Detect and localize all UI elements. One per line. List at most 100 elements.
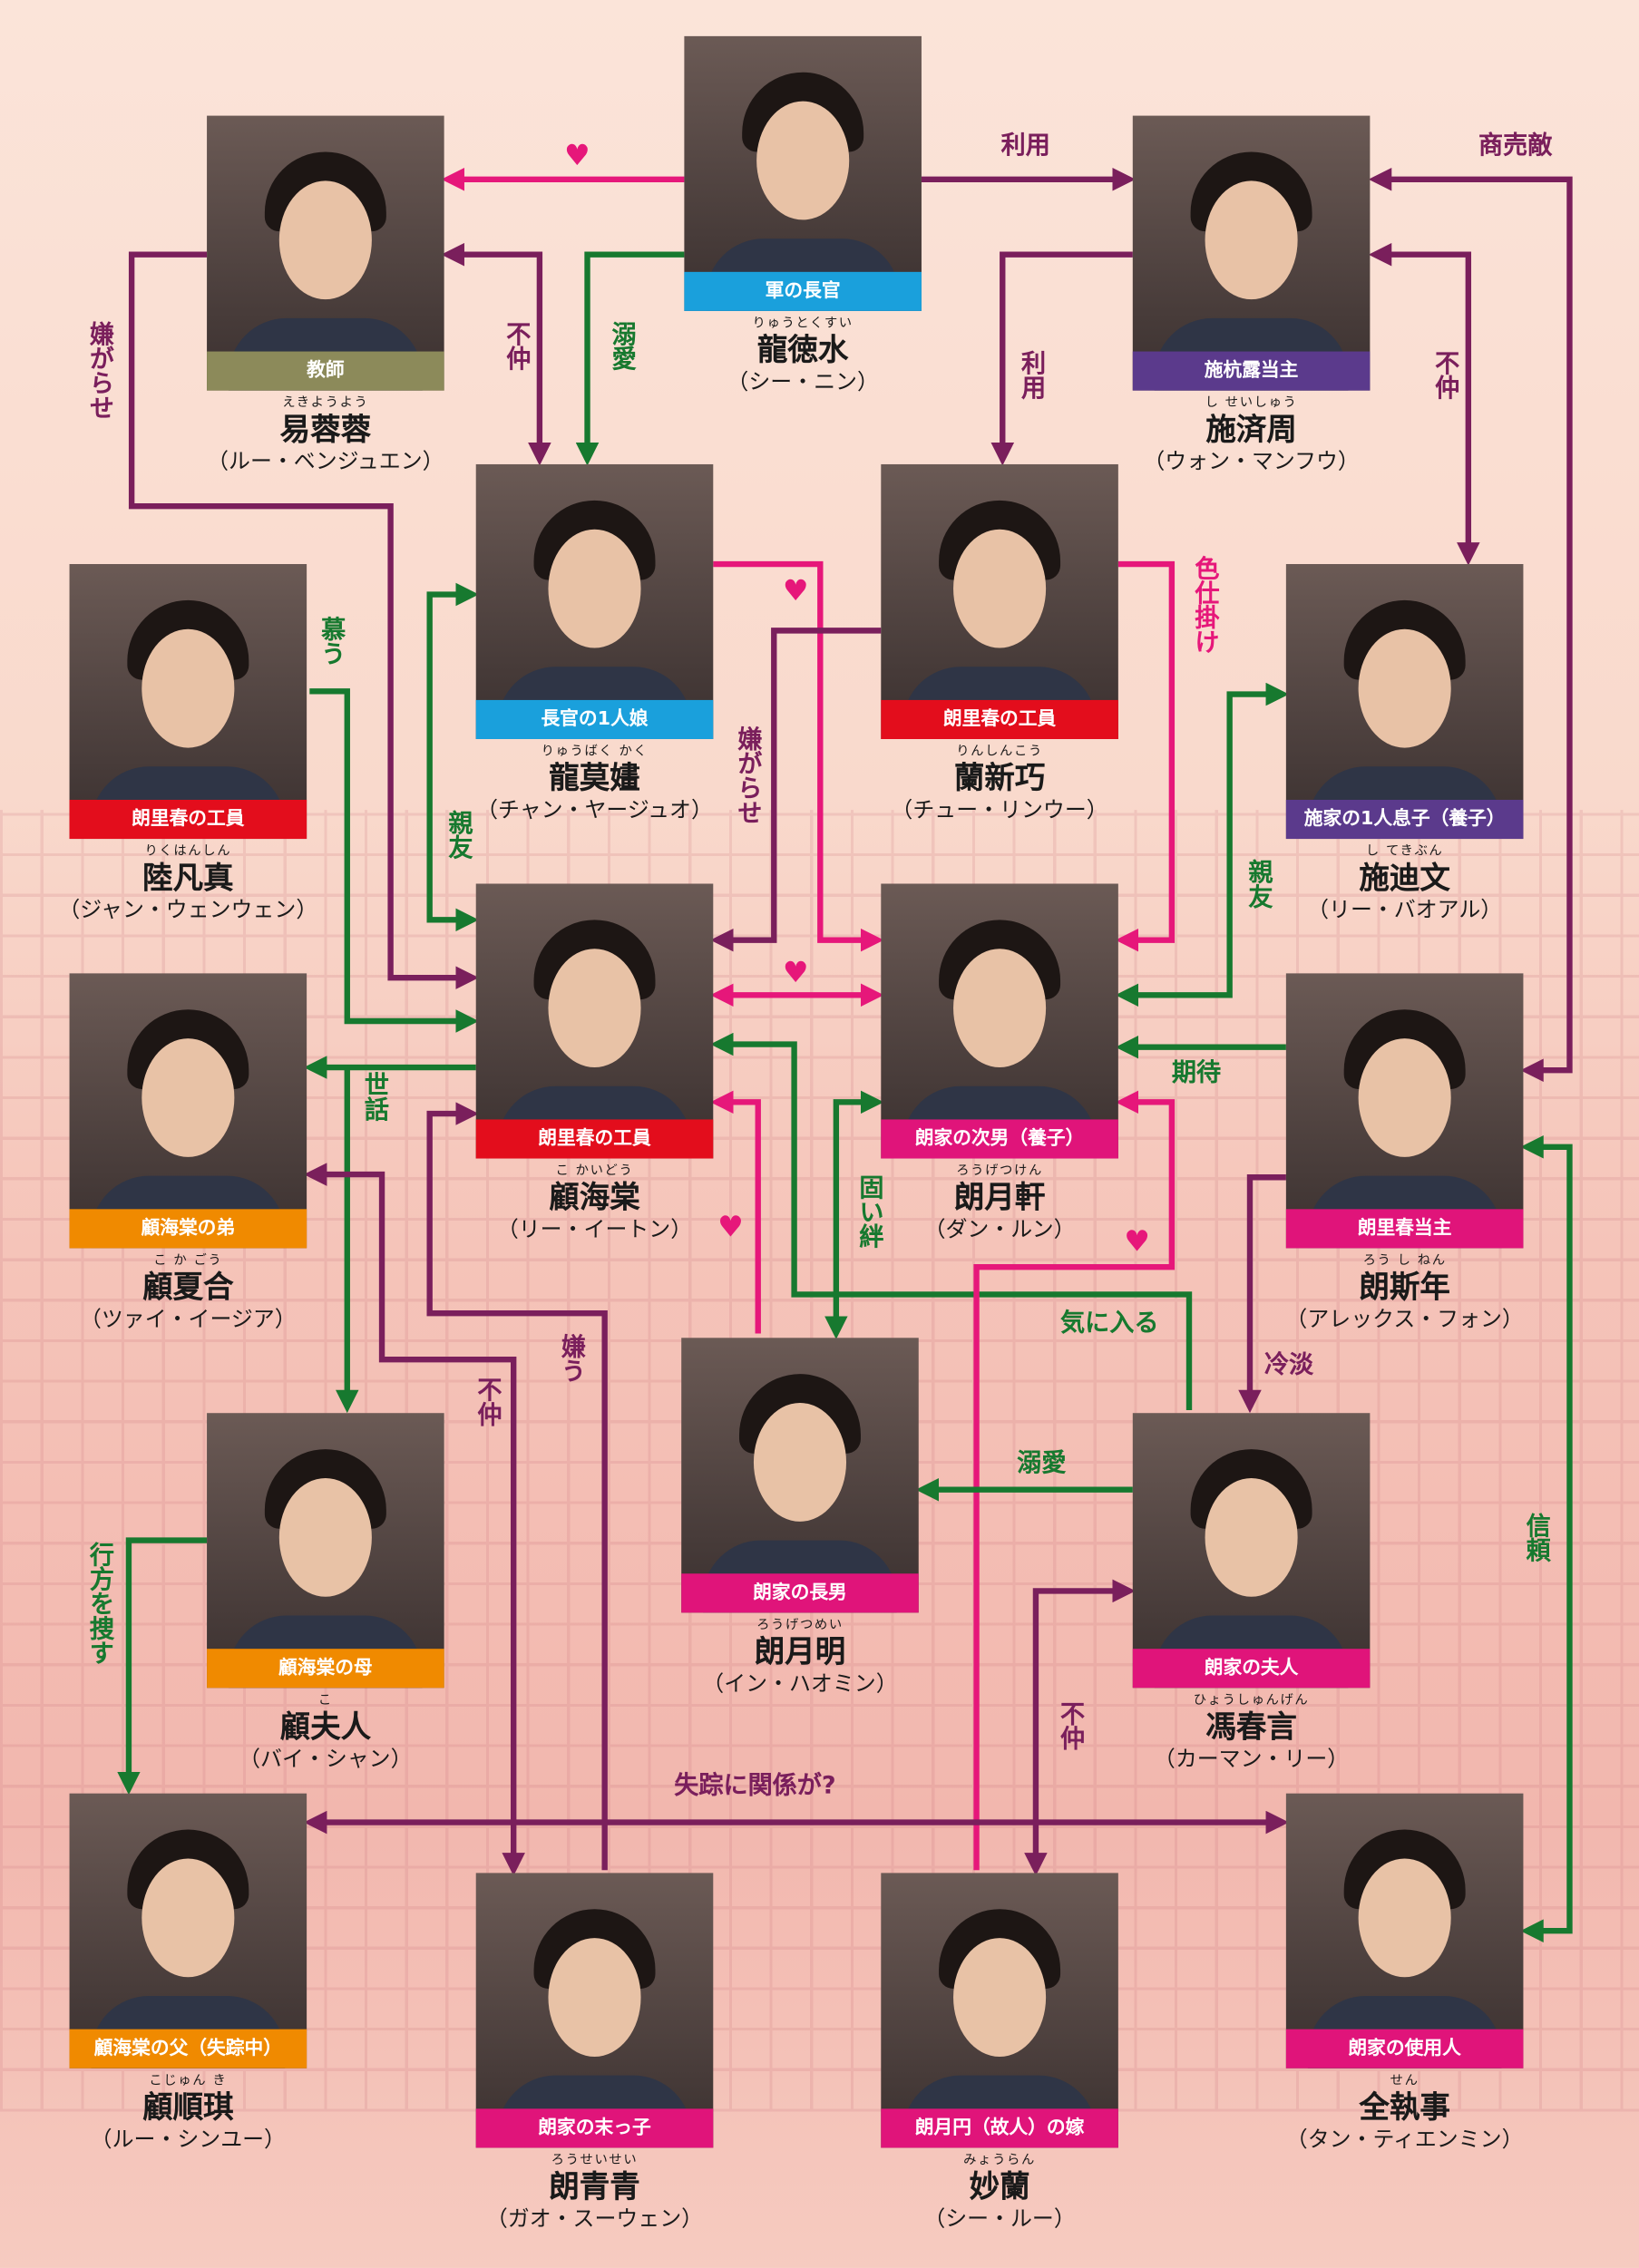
relation-label: 期待 bbox=[1171, 1058, 1222, 1088]
relation-label: 色仕掛け bbox=[1189, 555, 1218, 654]
actor-name: （ツァイ・イージア） bbox=[79, 1306, 297, 1332]
relation-label: 慕う bbox=[315, 616, 345, 666]
name-ruby: こじゅん き bbox=[149, 2074, 228, 2089]
heart-icon: ♥ bbox=[564, 137, 590, 172]
role-label: 朗里春の工員 bbox=[881, 699, 1118, 739]
role-label: 朗家の次男（養子） bbox=[881, 1119, 1118, 1159]
heart-icon: ♥ bbox=[1124, 1223, 1150, 1259]
relation-label: 不仲 bbox=[1054, 1700, 1084, 1750]
character-name: 馮春言 bbox=[1205, 1709, 1297, 1745]
character-name: 蘭新巧 bbox=[953, 760, 1046, 796]
name-ruby: ろうげつめい bbox=[756, 1618, 844, 1633]
relation-label: 商売敵 bbox=[1478, 131, 1553, 161]
actor-name: （ウォン・マンフウ） bbox=[1143, 448, 1360, 475]
name-ruby: こ か ごう bbox=[153, 1253, 223, 1269]
role-label: 朗里春の工員 bbox=[69, 799, 307, 840]
character-name: 易蓉蓉 bbox=[279, 412, 372, 447]
relation-arrow bbox=[1024, 1579, 1136, 1876]
character-photo bbox=[1132, 1413, 1371, 1689]
role-label: 施杭露当主 bbox=[1132, 351, 1371, 391]
actor-name: （リー・イートン） bbox=[496, 1216, 693, 1243]
role-label: 朗里春の工員 bbox=[475, 1119, 714, 1159]
actor-name: （タン・ティエンミン） bbox=[1285, 2126, 1524, 2153]
actor-name: （ダン・ルン） bbox=[923, 1216, 1076, 1243]
role-label: 顧海棠の弟 bbox=[69, 1209, 307, 1249]
character-name: 顧夫人 bbox=[279, 1709, 372, 1745]
character-photo bbox=[475, 463, 714, 739]
relation-arrow bbox=[1368, 242, 1480, 566]
character-name: 朗月明 bbox=[754, 1634, 846, 1669]
character-name: 龍徳水 bbox=[756, 332, 849, 368]
character-name: 朗斯年 bbox=[1359, 1270, 1450, 1305]
actor-name: （ルー・ベンジュエン） bbox=[207, 448, 444, 475]
name-ruby: えきようよう bbox=[282, 396, 369, 411]
relation-label: 気に入る bbox=[1060, 1309, 1159, 1338]
relation-label: 溺愛 bbox=[1017, 1449, 1067, 1478]
relation-arrow bbox=[1238, 1174, 1286, 1414]
relation-arrow bbox=[426, 582, 479, 932]
character-name: 顧海棠 bbox=[549, 1180, 640, 1215]
name-ruby: みょうらん bbox=[963, 2153, 1036, 2168]
relation-arrow bbox=[824, 1090, 884, 1339]
character-photo bbox=[475, 883, 714, 1159]
name-ruby: こ かいどう bbox=[555, 1163, 634, 1179]
character-photo bbox=[69, 1793, 307, 2068]
name-ruby: し てきぶん bbox=[1365, 844, 1444, 860]
role-label: 施家の1人息子（養子） bbox=[1285, 799, 1524, 840]
character-photo bbox=[1285, 564, 1524, 840]
name-ruby: ろうげつけん bbox=[956, 1163, 1043, 1179]
character-photo bbox=[475, 1873, 714, 2148]
character-name: 龍莫嫿 bbox=[549, 760, 640, 796]
character-photo bbox=[881, 883, 1118, 1159]
relation-arrow bbox=[1368, 168, 1573, 1082]
role-label: 軍の長官 bbox=[684, 271, 922, 311]
role-label: 教師 bbox=[207, 351, 444, 391]
relation-label: 信頼 bbox=[1520, 1513, 1550, 1562]
relation-arrow bbox=[117, 1537, 208, 1796]
name-ruby: ひょうしゅんげん bbox=[1193, 1693, 1310, 1708]
relation-arrow bbox=[441, 242, 551, 466]
role-label: 朗家の夫人 bbox=[1132, 1649, 1371, 1689]
role-label: 長官の1人娘 bbox=[475, 699, 714, 739]
actor-name: （ルー・シンユー） bbox=[90, 2126, 286, 2153]
relation-arrow bbox=[973, 1090, 1176, 1871]
character-photo bbox=[881, 463, 1118, 739]
relation-arrow bbox=[990, 251, 1133, 466]
name-ruby: こ bbox=[317, 1693, 333, 1708]
name-ruby: ろう し ねん bbox=[1362, 1253, 1447, 1269]
relation-label: 嫌がらせ bbox=[83, 321, 113, 420]
role-label: 朗家の末っ子 bbox=[475, 2108, 714, 2148]
relation-label: 溺愛 bbox=[606, 321, 636, 371]
heart-icon: ♥ bbox=[782, 954, 809, 989]
relation-arrow bbox=[309, 688, 479, 1033]
role-label: 朗家の長男 bbox=[681, 1573, 919, 1613]
name-ruby: りゅうとくすい bbox=[752, 316, 854, 332]
actor-name: （シー・ルー） bbox=[923, 2205, 1076, 2232]
heart-icon: ♥ bbox=[717, 1209, 744, 1244]
role-label: 顧海棠の母 bbox=[207, 1649, 444, 1689]
character-name: 顧夏合 bbox=[142, 1270, 234, 1305]
character-name: 朗月軒 bbox=[953, 1180, 1046, 1215]
relation-label: 利用 bbox=[1015, 349, 1045, 400]
relation-arrow bbox=[1520, 1134, 1573, 1942]
name-ruby: せん bbox=[1390, 2074, 1419, 2089]
relation-label: 行方を捜す bbox=[83, 1542, 113, 1665]
role-label: 顧海棠の父（失踪中） bbox=[69, 2029, 307, 2068]
character-photo bbox=[1132, 115, 1371, 391]
actor-name: （ジャン・ウェンウェン） bbox=[58, 896, 318, 923]
character-name: 妙蘭 bbox=[969, 2169, 1030, 2205]
actor-name: （カーマン・リー） bbox=[1153, 1746, 1350, 1772]
character-name: 全執事 bbox=[1359, 2089, 1450, 2125]
relation-label: 冷淡 bbox=[1263, 1350, 1314, 1380]
relation-label: 世話 bbox=[358, 1071, 388, 1122]
relation-arrow bbox=[303, 1163, 525, 1876]
relation-label: 不仲 bbox=[500, 321, 530, 371]
actor-name: （バイ・シャン） bbox=[239, 1746, 413, 1772]
character-name: 陸凡真 bbox=[142, 860, 234, 896]
relation-arrow bbox=[710, 628, 882, 952]
relation-label: 不仲 bbox=[1429, 349, 1459, 400]
actor-name: （チャン・ヤージュオ） bbox=[476, 796, 713, 823]
character-photo bbox=[207, 1413, 444, 1689]
actor-name: （チュー・リンウー） bbox=[891, 796, 1108, 823]
